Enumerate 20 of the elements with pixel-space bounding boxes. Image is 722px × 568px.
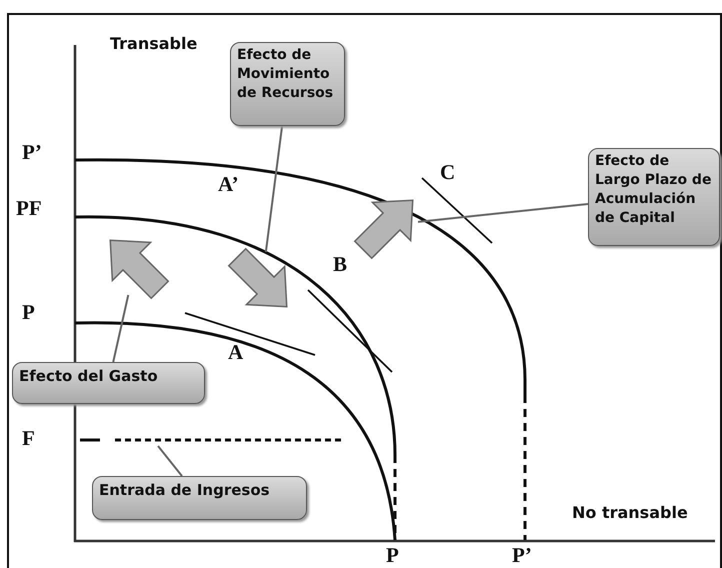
leader-line (157, 445, 183, 477)
curve-label: C (440, 160, 456, 185)
callout-bubble: Efecto de Movimiento de Recursos (230, 42, 345, 126)
leader-line (112, 294, 130, 362)
leader-line (264, 126, 284, 252)
callout-bubble: Efecto de Largo Plazo de Acumulación de Capital (588, 148, 720, 246)
curve-label: A (228, 340, 244, 365)
axis-label: PF (16, 196, 42, 221)
curve-label: B (333, 252, 348, 277)
axis-label: P (22, 300, 35, 325)
leader-line (418, 202, 588, 223)
axis-label: P (386, 543, 399, 568)
callout-bubble: Efecto del Gasto (12, 362, 205, 404)
axis-label: Transable (110, 34, 198, 53)
axis-label: P’ (512, 543, 532, 568)
callout-bubble: Entrada de Ingresos (92, 476, 307, 520)
curve-label: A’ (218, 172, 239, 197)
axis-label: No transable (572, 503, 688, 522)
axis-label: P’ (22, 140, 42, 165)
axis-label: F (22, 426, 35, 451)
